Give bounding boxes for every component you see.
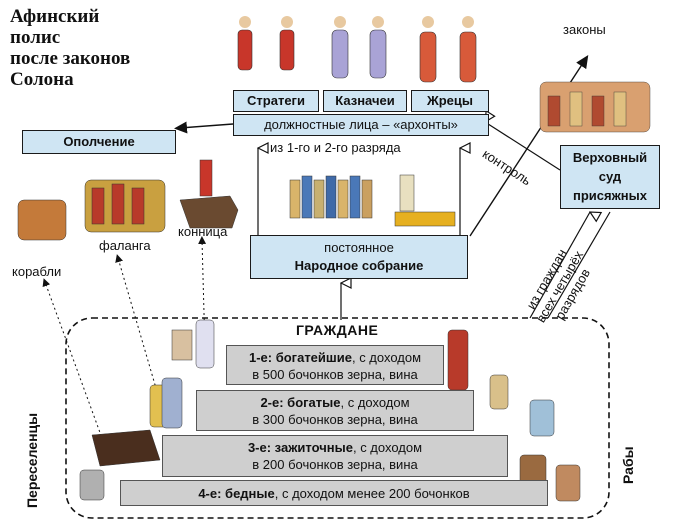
strategi-box: Стратеги [233,90,319,112]
falanga-label: фаланга [99,238,151,253]
class-2-name: 2-е: богатые [260,395,341,410]
title-line-1: Афинский [10,6,100,27]
razryad-label: из 1-го и 2-го разряда [270,140,401,155]
pereselentsy-label: Переселенцы [24,412,40,508]
court-crowd [539,81,651,133]
title-line-4: Солона [10,69,74,90]
korabli-label: корабли [12,264,62,279]
class-3-line-1: 3-е: зажиточные, с доходом [163,439,507,456]
class-1-rest: , с доходом [351,350,422,365]
class-2-line-1: 2-е: богатые, с доходом [197,394,473,411]
citizens-frame [65,317,610,519]
zakony-label: законы [563,22,606,37]
kaznachei-label: Казначеи [335,93,395,108]
zhretsy-label: Жрецы [426,93,473,108]
class-2-line-2: в 300 бочонков зерна, вина [252,412,418,427]
class-1-name: 1-е: богатейшие [248,350,352,365]
grazhdane-label: ГРАЖДАНЕ [296,322,379,338]
archons-label: должностные лица – «архонты» [264,117,458,132]
court-line-2: суд [598,169,622,184]
assembly-box: постоянное Народное собрание [250,235,468,279]
diagram-title: Афинский полис после законов Солона [10,6,210,90]
class-3-name: 3-е: зажиточные [247,440,353,455]
class-4-line-1: 4-е: бедные, с доходом менее 200 бочонко… [121,485,547,502]
class-4-step: 4-е: бедные, с доходом менее 200 бочонко… [120,480,548,506]
class-1-step: 1-е: богатейшие, с доходом в 500 бочонко… [226,345,444,385]
supreme-court-box: Верховный суд присяжных [560,145,660,209]
class-3-rest: , с доходом [352,440,423,455]
title-line-2: полис [10,27,61,48]
zhretsy-box: Жрецы [411,90,489,112]
officials-figures [237,16,477,83]
opolchenie-label: Ополчение [63,134,135,149]
assembly-crowd [289,174,456,227]
raby-label: Рабы [620,446,636,484]
assembly-main-label: Народное собрание [294,258,424,273]
title-line-3: после законов [10,48,131,69]
class-1-line-2: в 500 бочонков зерна, вина [252,367,418,382]
class-2-rest: , с доходом [340,395,410,410]
court-line-1: Верховный [572,150,648,165]
assembly-top-label: постоянное [324,240,394,255]
konnitsa-label: конница [178,224,228,239]
class-3-line-2: в 200 бочонков зерна, вина [252,457,418,472]
class-3-step: 3-е: зажиточные, с доходом в 200 бочонко… [162,435,508,477]
class-4-rest: , с доходом менее 200 бочонков [274,486,470,501]
archons-box: должностные лица – «архонты» [233,114,489,136]
kaznachei-box: Казначеи [323,90,407,112]
strategi-label: Стратеги [247,93,305,108]
army-figures [17,159,239,241]
court-line-3: присяжных [572,188,647,203]
class-1-line-1: 1-е: богатейшие, с доходом [227,349,443,366]
class-4-name: 4-е: бедные [198,486,275,501]
opolchenie-box: Ополчение [22,130,176,154]
class-2-step: 2-е: богатые, с доходом в 300 бочонков з… [196,390,474,431]
